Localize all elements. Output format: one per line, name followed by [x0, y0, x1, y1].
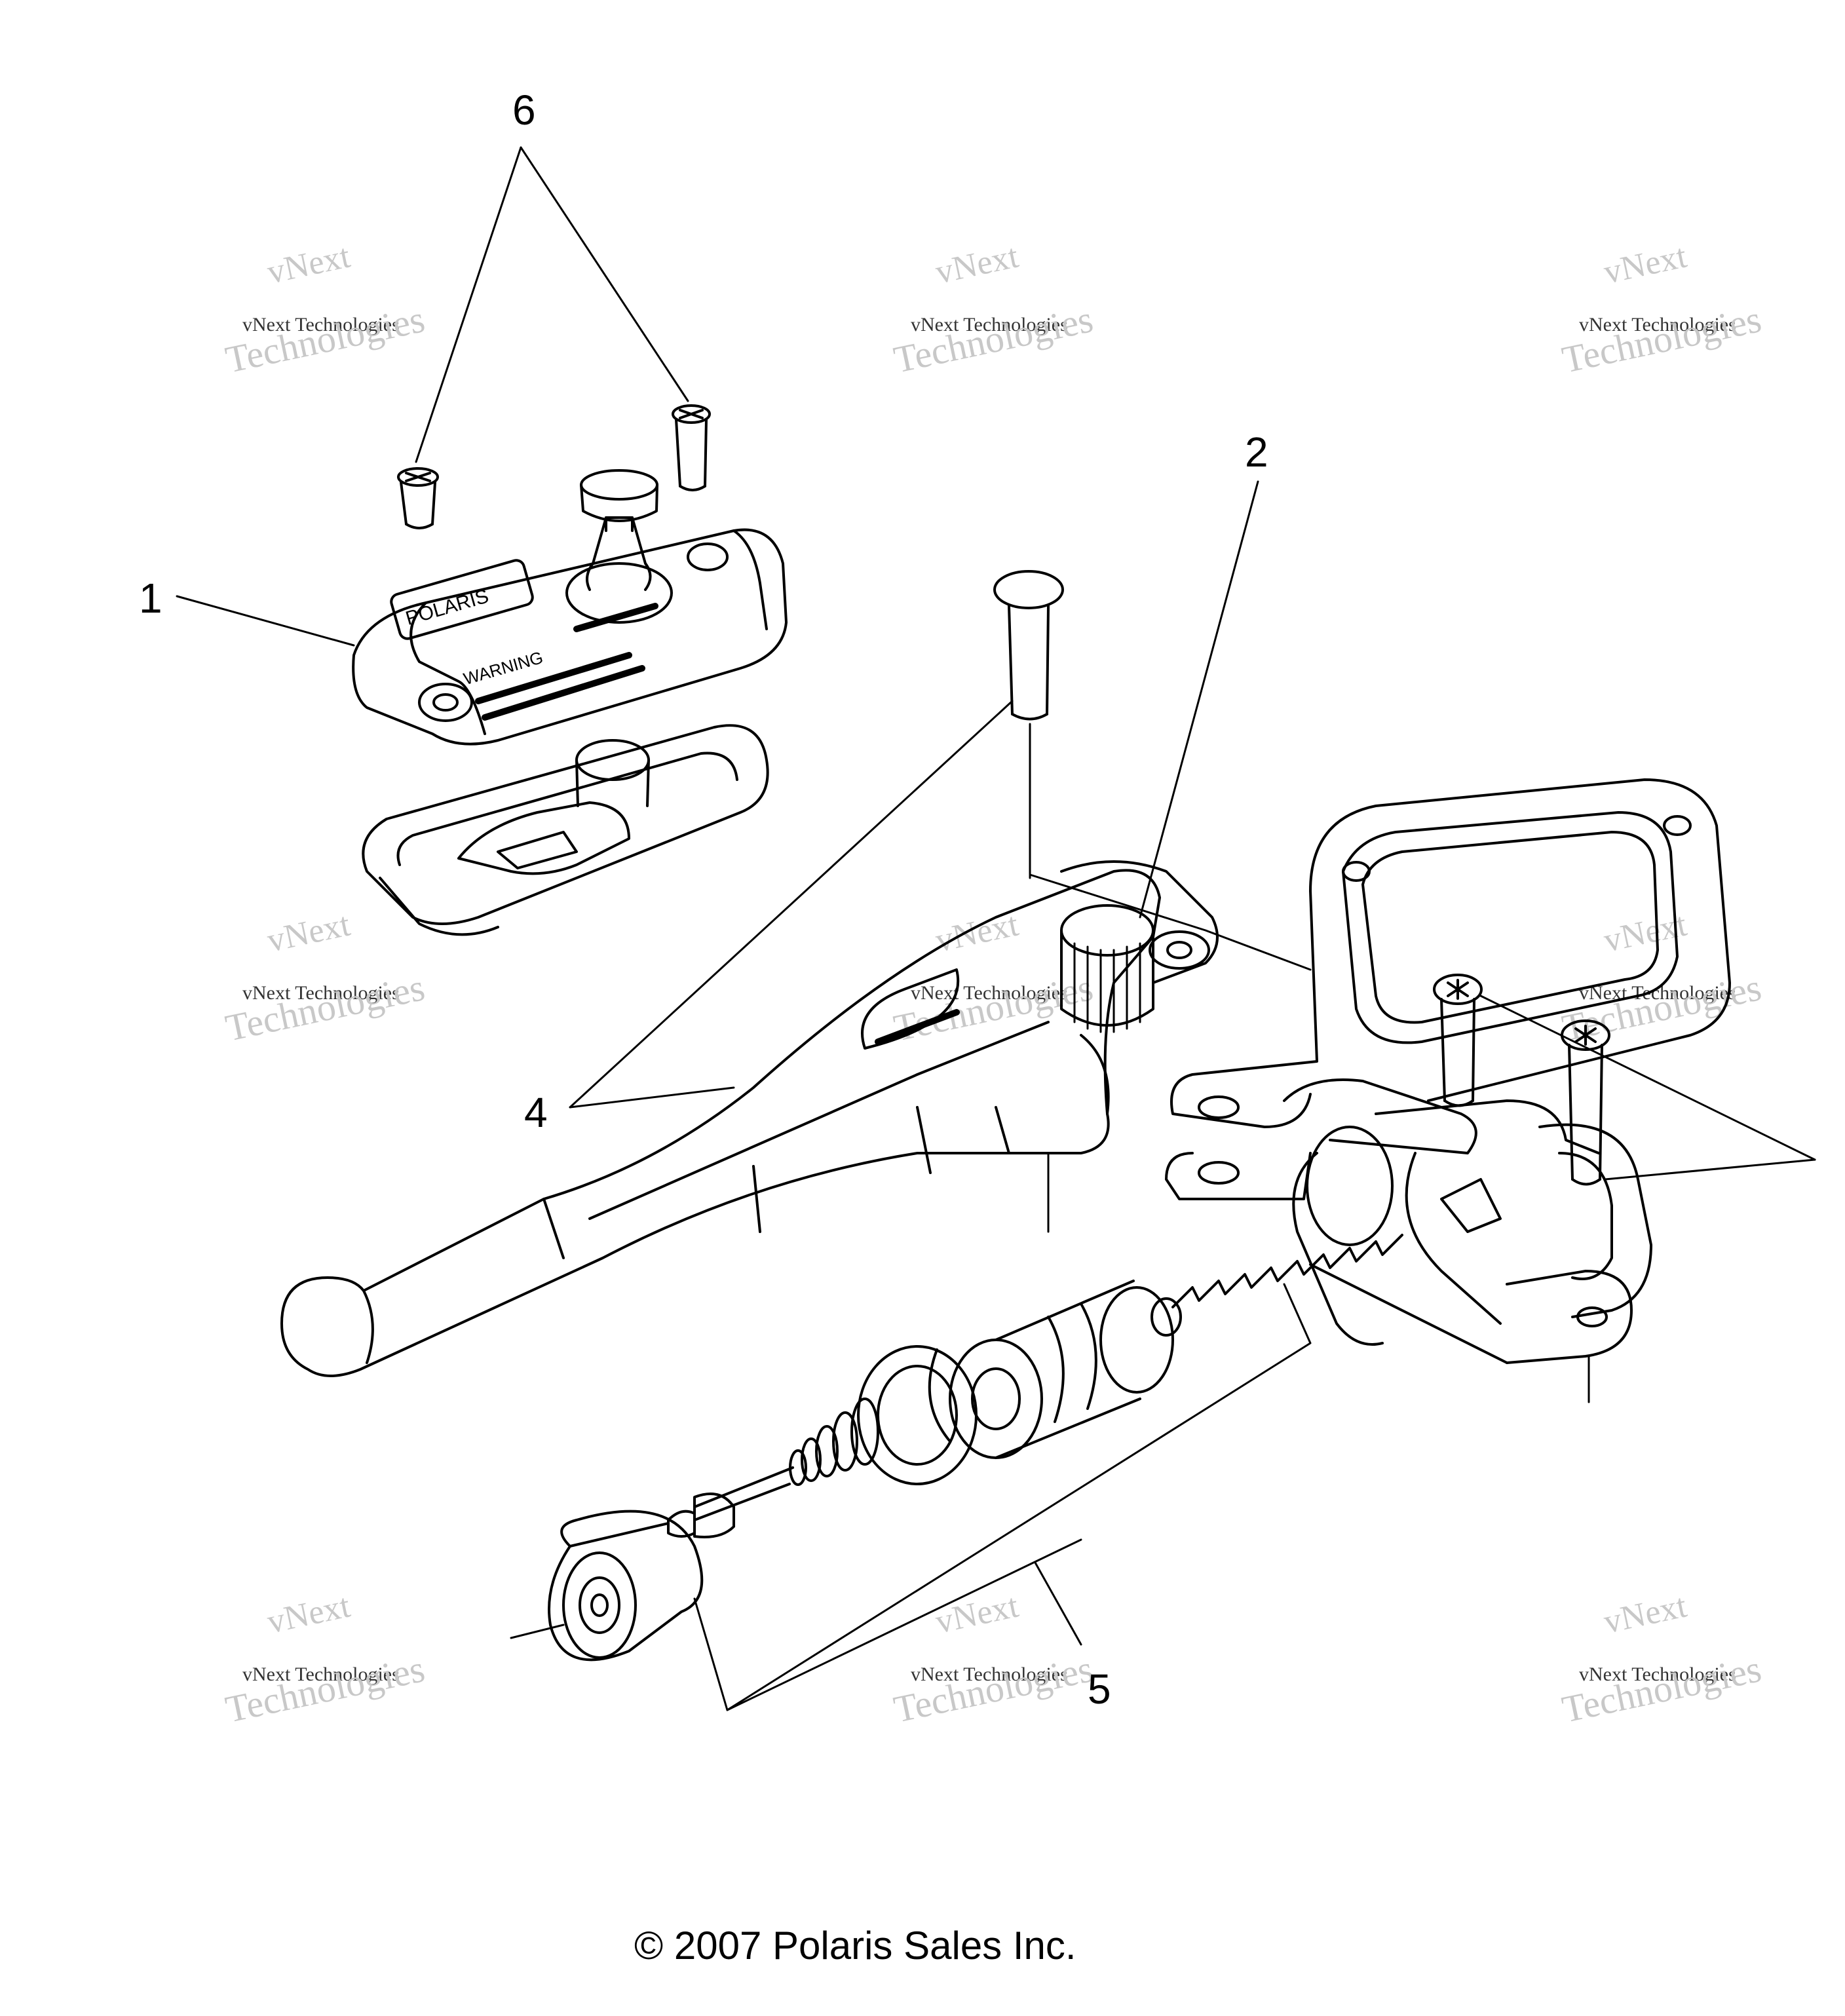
return-spring: [1151, 1234, 1403, 1337]
svg-text:POLARIS: POLARIS: [403, 585, 491, 630]
leader-line-2: [1139, 480, 1259, 919]
adjuster-knob: [1060, 860, 1219, 1033]
svg-text:Technologies: Technologies: [222, 1647, 428, 1731]
piston-cup: [857, 1345, 978, 1485]
callout-5: 5: [1088, 1665, 1111, 1713]
leader-line-5c: [1034, 1561, 1082, 1646]
brake-lever: [280, 869, 1161, 1377]
leader-lines: [176, 146, 1816, 1711]
watermark: vNext vNext Technologies Technologies: [1559, 237, 1765, 381]
svg-text:vNext: vNext: [932, 237, 1022, 291]
watermark: vNext vNext Technologies Technologies: [1559, 905, 1765, 1049]
svg-text:vNext Technologies: vNext Technologies: [242, 982, 400, 1004]
diaphragm: [362, 724, 769, 936]
watermark: vNext vNext Technologies Technologies: [890, 237, 1097, 381]
svg-text:vNext: vNext: [264, 905, 354, 959]
svg-text:vNext: vNext: [1601, 237, 1690, 291]
leader-line-6b: [520, 146, 689, 402]
leader-line-right-a: [1479, 995, 1816, 1161]
copyright-text: © 2007 Polaris Sales Inc.: [634, 1924, 1076, 1968]
svg-text:Technologies: Technologies: [222, 297, 428, 381]
pivot-bolt: [993, 570, 1064, 879]
svg-text:Technologies: Technologies: [890, 297, 1097, 381]
svg-text:Technologies: Technologies: [890, 1647, 1097, 1731]
watermark: vNext vNext Technologies Technologies: [222, 905, 428, 1049]
screw-right: [672, 404, 711, 491]
leader-line-6a: [415, 146, 522, 463]
svg-text:vNext: vNext: [932, 905, 1022, 959]
svg-text:vNext Technologies: vNext Technologies: [1579, 982, 1736, 1004]
callout-2: 2: [1245, 428, 1268, 476]
leader-line-1: [176, 595, 355, 647]
leader-line-5b: [726, 1283, 1312, 1711]
svg-text:vNext Technologies: vNext Technologies: [911, 314, 1068, 335]
screw-left: [397, 467, 439, 529]
cone-spring: [693, 1398, 879, 1521]
watermark: vNext vNext Technologies Technologies: [222, 237, 428, 381]
watermark: vNext vNext Technologies Technologies: [222, 1587, 428, 1730]
svg-text:vNext Technologies: vNext Technologies: [911, 1664, 1068, 1685]
svg-text:vNext Technologies: vNext Technologies: [242, 314, 400, 335]
svg-text:Technologies: Technologies: [890, 966, 1097, 1050]
watermark-layer: vNext vNext Technologies Technologies vN…: [222, 237, 1765, 1730]
push-rod-boot: [510, 1493, 735, 1662]
svg-text:vNext: vNext: [264, 237, 354, 291]
reservoir-cap: POLARIS WARNING: [352, 469, 788, 746]
leader-line-right-b: [1604, 1158, 1816, 1181]
callout-6: 6: [512, 86, 536, 134]
svg-text:vNext Technologies: vNext Technologies: [1579, 1664, 1736, 1685]
leader-line-4b: [569, 1086, 735, 1109]
svg-text:vNext Technologies: vNext Technologies: [1579, 314, 1736, 335]
leader-line-4a: [569, 700, 1014, 1109]
svg-text:vNext: vNext: [932, 1587, 1022, 1641]
watermark: vNext vNext Technologies Technologies: [890, 1587, 1097, 1730]
svg-text:Technologies: Technologies: [222, 966, 428, 1050]
callout-1: 1: [139, 575, 162, 622]
svg-text:Technologies: Technologies: [1559, 1647, 1765, 1731]
clamp-screw-1: [1433, 974, 1483, 1107]
callout-4: 4: [524, 1089, 548, 1136]
svg-text:vNext: vNext: [1601, 1587, 1690, 1641]
svg-text:Technologies: Technologies: [1559, 297, 1765, 381]
svg-text:vNext Technologies: vNext Technologies: [911, 982, 1068, 1004]
master-cylinder-body: [1165, 778, 1731, 1403]
leader-line-2b: [1029, 873, 1312, 971]
svg-text:vNext Technologies: vNext Technologies: [242, 1664, 400, 1685]
callouts: 6 1 2 4 5: [139, 86, 1268, 1713]
watermark: vNext vNext Technologies Technologies: [1559, 1587, 1765, 1730]
piston: [928, 1280, 1174, 1459]
svg-text:vNext: vNext: [264, 1587, 354, 1641]
